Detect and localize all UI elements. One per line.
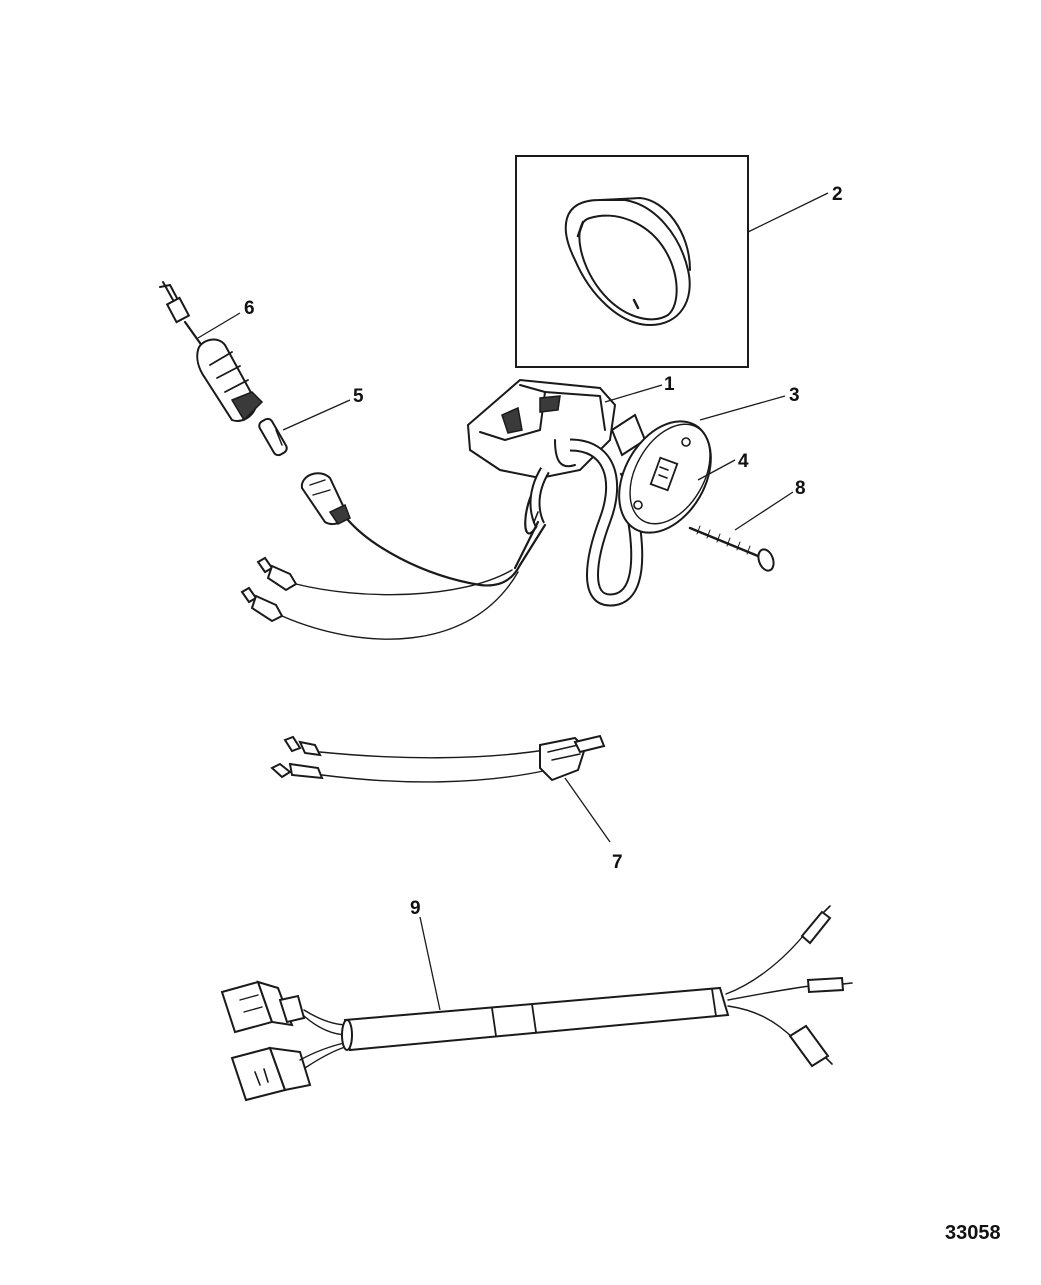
part-9-harness xyxy=(220,905,853,1102)
part-7-connector xyxy=(270,734,606,783)
part-5-fuse xyxy=(258,417,288,457)
callout-3: 3 xyxy=(789,385,800,406)
callout-5: 5 xyxy=(353,386,364,407)
callout-8: 8 xyxy=(795,478,806,499)
callout-9: 9 xyxy=(410,898,421,919)
part-6-sensor-plug xyxy=(159,281,264,422)
part-1-harness xyxy=(240,472,547,640)
callout-labels: 2 6 5 1 3 4 8 7 9 33058 xyxy=(244,184,1001,1244)
part-2-inset xyxy=(515,155,749,368)
callout-6: 6 xyxy=(244,298,255,319)
figure-id: 33058 xyxy=(945,1222,1001,1244)
callout-1: 1 xyxy=(664,374,675,395)
part-1-housing xyxy=(466,378,617,480)
callout-2: 2 xyxy=(832,184,843,205)
leader-lines xyxy=(197,192,829,1011)
part-8-screw xyxy=(688,525,775,572)
ring-part xyxy=(564,197,691,327)
callout-4: 4 xyxy=(738,451,749,472)
part-3-4-display xyxy=(610,413,712,534)
callout-7: 7 xyxy=(612,852,623,873)
